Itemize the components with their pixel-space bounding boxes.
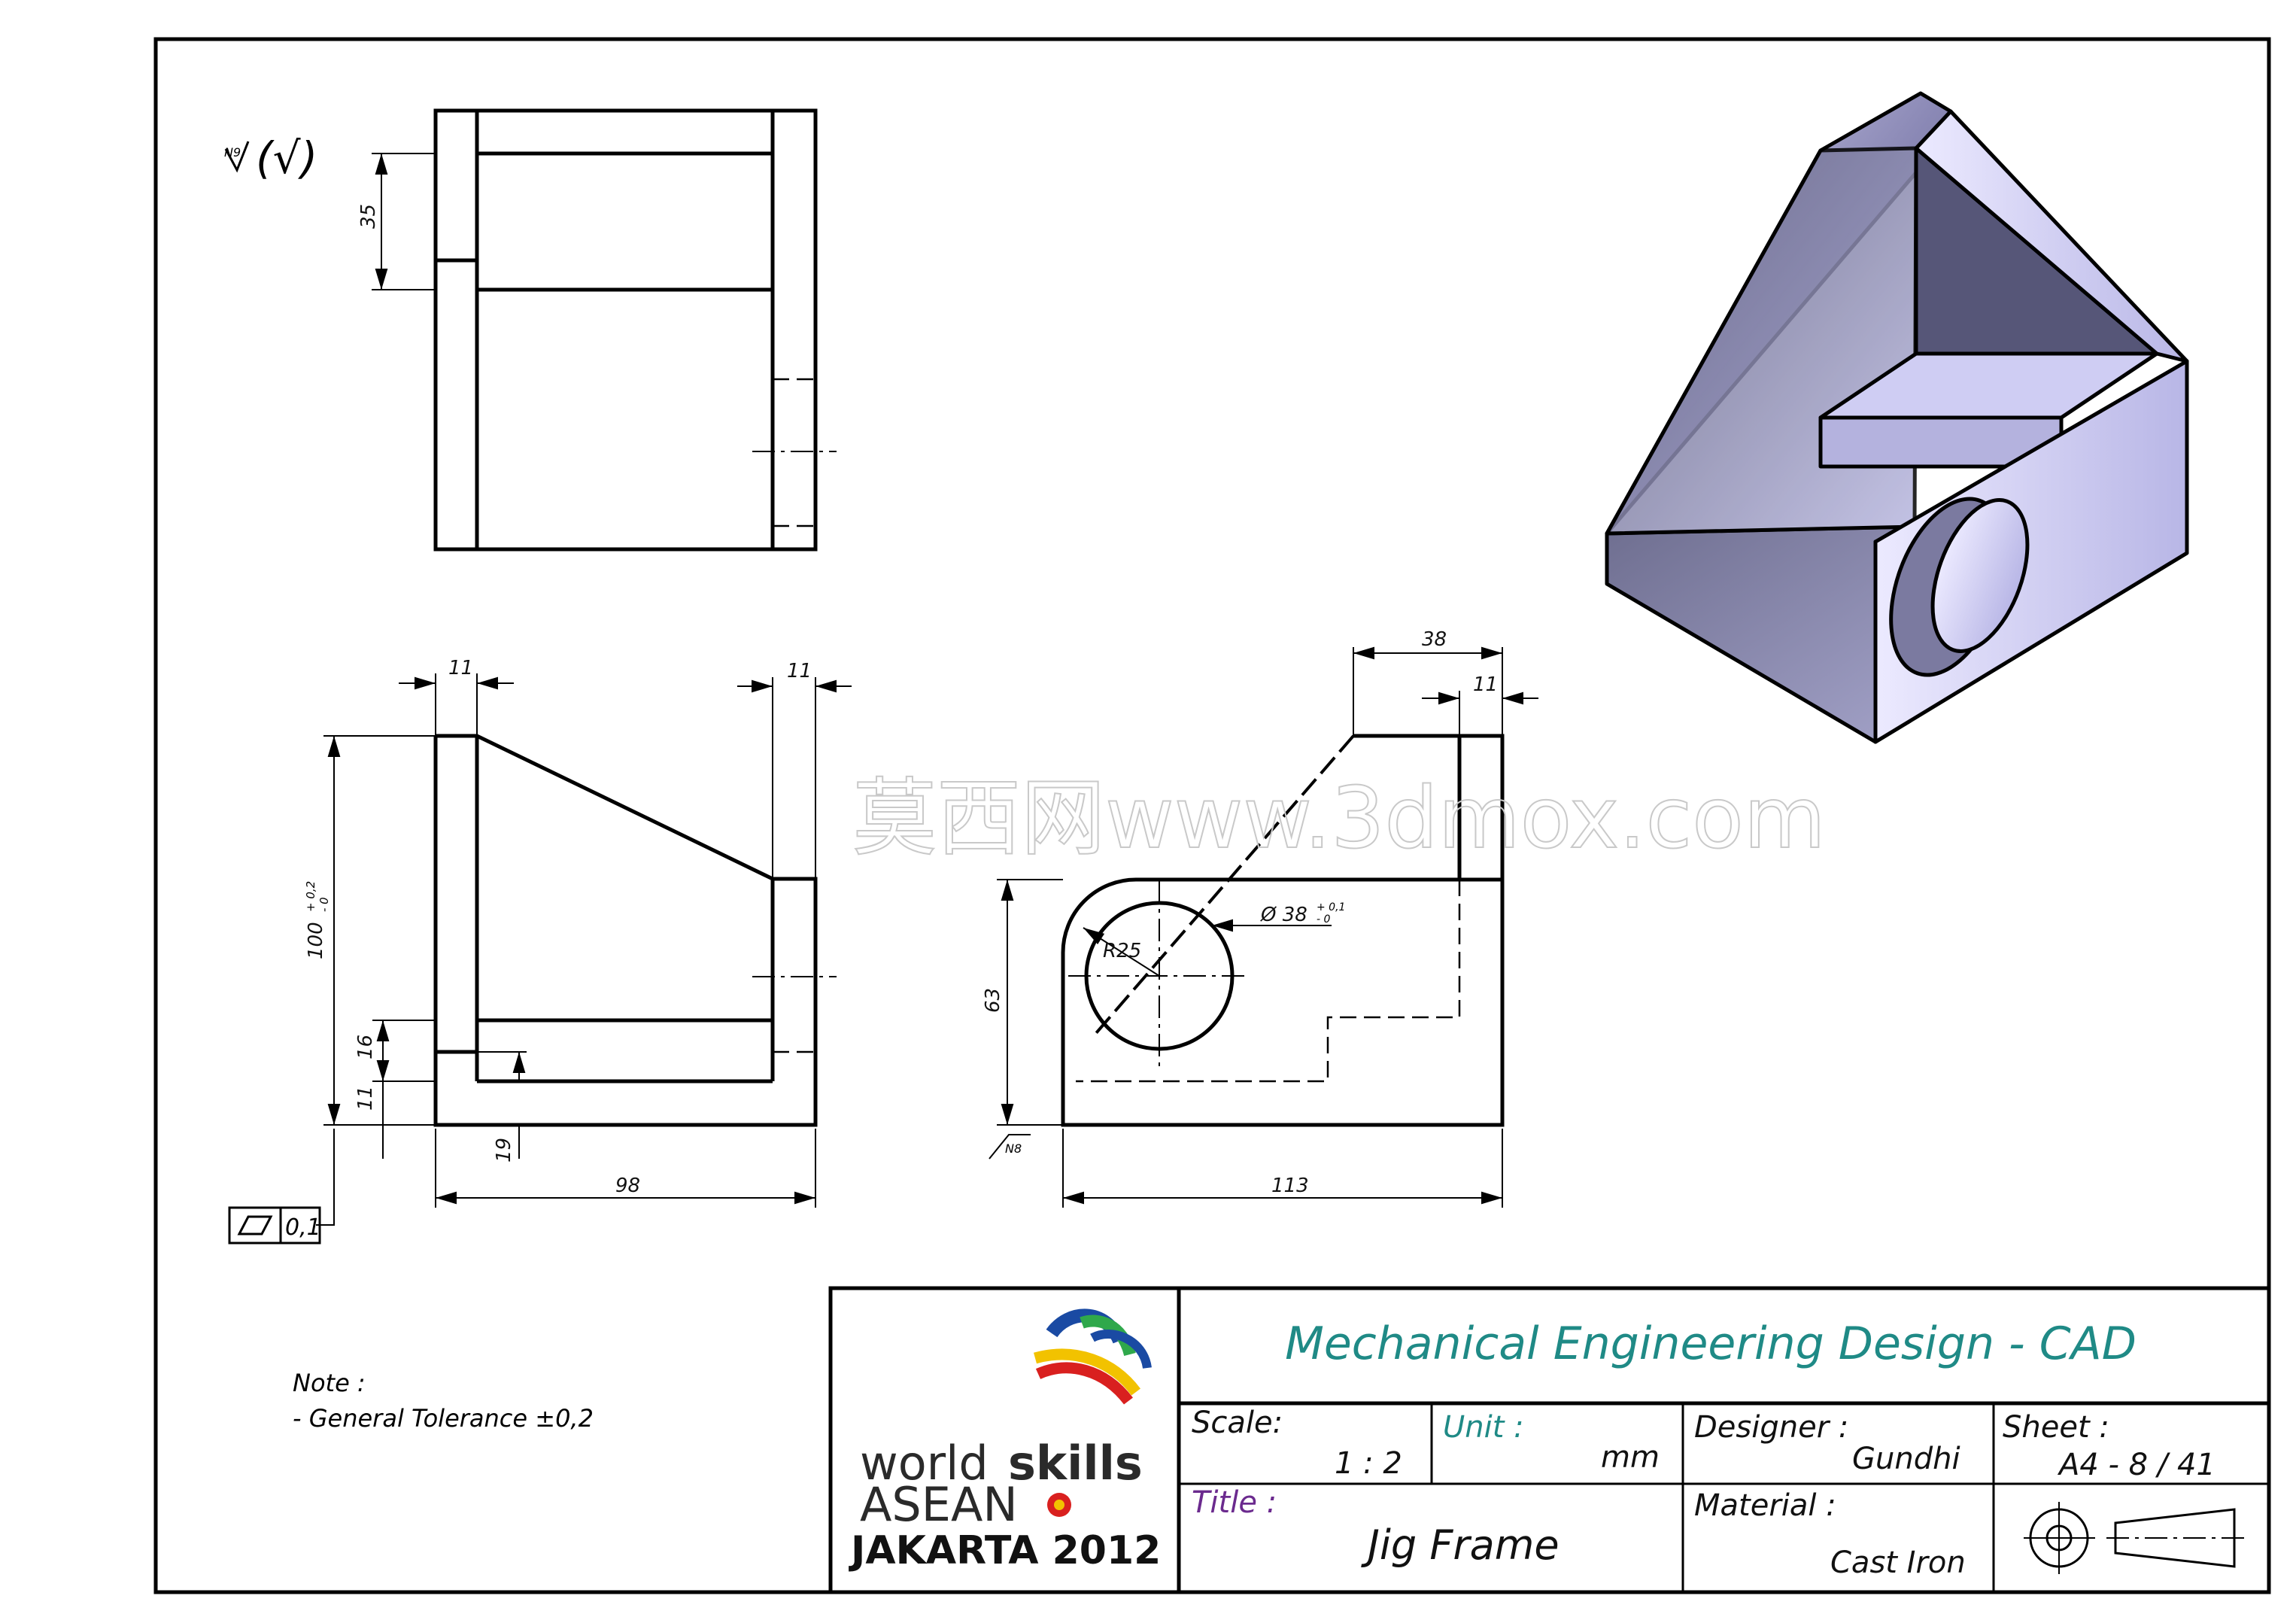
dim-front-height-tol-up: + 0,2 bbox=[304, 881, 317, 912]
dim-side-diameter-tol-low: - 0 bbox=[1317, 913, 1331, 925]
note-line: - General Tolerance ±0,2 bbox=[293, 1404, 594, 1433]
side-view bbox=[989, 646, 1538, 1208]
dim-front-height-tol-low: - 0 bbox=[317, 897, 331, 912]
title-block-header: Mechanical Engineering Design - CAD bbox=[1285, 1318, 2137, 1370]
dim-side-diameter-tol-up: + 0,1 bbox=[1317, 901, 1345, 913]
dim-side-63: 63 bbox=[982, 988, 1004, 1013]
dim-side-radius: R25 bbox=[1103, 940, 1141, 962]
projection-symbol-icon bbox=[2024, 1502, 2249, 1574]
scale-value: 1 : 2 bbox=[1335, 1446, 1402, 1481]
scale-label: Scale: bbox=[1192, 1406, 1283, 1440]
roughness-grade: N9 bbox=[224, 145, 241, 160]
dim-front-98: 98 bbox=[615, 1175, 640, 1197]
dim-side-38: 38 bbox=[1422, 628, 1447, 651]
dim-front-16: 16 bbox=[354, 1035, 377, 1059]
top-view bbox=[372, 108, 837, 552]
logo-skills: skills bbox=[1008, 1436, 1143, 1491]
sheet-label: Sheet : bbox=[2003, 1410, 2109, 1445]
unit-value: mm bbox=[1601, 1440, 1660, 1475]
dim-front-left-11: 11 bbox=[448, 657, 473, 679]
side-surface-symbol: N8 bbox=[1005, 1141, 1022, 1156]
title-value: Jig Frame bbox=[1361, 1521, 1560, 1569]
front-view bbox=[316, 673, 852, 1226]
dim-side-113: 113 bbox=[1271, 1175, 1309, 1197]
dim-side-diameter: Ø 38 bbox=[1260, 904, 1307, 926]
dim-front-11-low: 11 bbox=[354, 1086, 377, 1111]
material-label: Material : bbox=[1694, 1488, 1836, 1523]
unit-label: Unit : bbox=[1443, 1410, 1524, 1445]
dim-front-height: 100 bbox=[305, 922, 327, 959]
roughness-bracket: (√) bbox=[256, 132, 317, 184]
isometric-render bbox=[1605, 91, 2189, 744]
designer-label: Designer : bbox=[1694, 1410, 1848, 1445]
dim-35: 35 bbox=[357, 204, 380, 229]
material-value: Cast Iron bbox=[1830, 1545, 1966, 1580]
dim-front-19: 19 bbox=[493, 1138, 515, 1163]
worldskills-logo: world skills ASEAN JAKARTA 2012 bbox=[849, 1308, 1161, 1573]
roughness-symbol: N9 (√) bbox=[224, 132, 317, 184]
logo-event: JAKARTA 2012 bbox=[849, 1528, 1161, 1573]
title-block bbox=[828, 1286, 2271, 1594]
logo-asean: ASEAN bbox=[860, 1477, 1018, 1532]
note-title: Note : bbox=[293, 1369, 366, 1397]
flatness-value: 0,1 bbox=[285, 1214, 321, 1241]
designer-value: Gundhi bbox=[1852, 1442, 1960, 1476]
title-label: Title : bbox=[1192, 1485, 1277, 1520]
sheet-value: A4 - 8 / 41 bbox=[2057, 1448, 2216, 1482]
watermark-text: 莫西网www.3dmox.com bbox=[852, 770, 1826, 868]
dim-side-11: 11 bbox=[1473, 673, 1498, 696]
logo-world: world bbox=[860, 1436, 989, 1491]
dim-front-right-11: 11 bbox=[787, 660, 812, 682]
flatness-frame: 0,1 bbox=[228, 1206, 321, 1245]
